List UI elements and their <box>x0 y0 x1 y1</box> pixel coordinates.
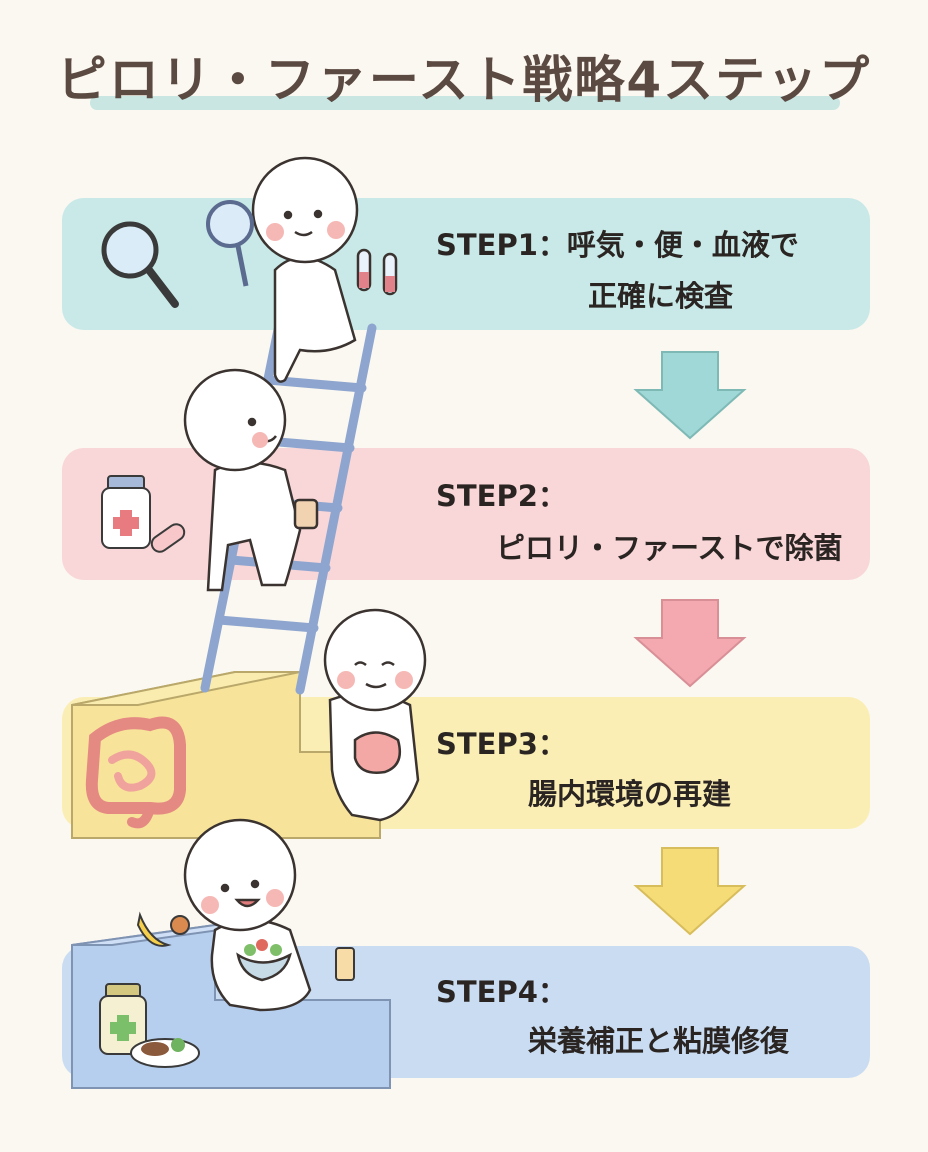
step-1-label: STEP1： <box>436 228 567 262</box>
medicine-bottle-icon <box>101 475 151 549</box>
capsule-icon <box>150 523 186 553</box>
page-title: ピロリ・ファースト戦略4ステップ <box>56 51 872 109</box>
character-1 <box>206 156 398 383</box>
step-2-line1: ピロリ・ファーストで除菌 <box>496 531 843 565</box>
meal-plate-icon <box>130 1038 200 1068</box>
title-underline <box>90 96 840 110</box>
step-1-line1: 呼気・便・血液で <box>566 228 799 262</box>
step-2-label: STEP2： <box>436 479 567 513</box>
character-4 <box>183 818 312 1012</box>
step-1-text: STEP1：呼気・便・血液で <box>436 219 799 271</box>
step-3-line1-wrap: 腸内環境の再建 <box>528 768 731 820</box>
magnifier-icon <box>101 221 179 308</box>
medicine-bottle-icon-2 <box>99 983 147 1055</box>
step-1-line2: 正確に検査 <box>588 279 734 313</box>
arrow-3-to-4 <box>633 847 747 936</box>
step-3-label: STEP3： <box>436 727 567 761</box>
step-2-text: STEP2： <box>436 470 567 522</box>
step-4-label: STEP4： <box>436 975 567 1009</box>
step-4-text: STEP4： <box>436 966 567 1018</box>
character-3 <box>323 608 427 822</box>
step-2-band <box>62 448 870 580</box>
step-4-line1: 栄養補正と粘膜修復 <box>528 1024 790 1058</box>
step-4-line1-wrap: 栄養補正と粘膜修復 <box>528 1015 789 1067</box>
banana-icon <box>136 911 190 947</box>
character-2 <box>183 368 319 592</box>
arrow-1-to-2 <box>633 351 747 440</box>
title-block: ピロリ・ファースト戦略4ステップ <box>0 40 928 112</box>
yellow-stair-block <box>71 671 381 839</box>
arrow-2-to-3 <box>633 599 747 688</box>
intestine-icon <box>85 716 186 829</box>
step-1-line2-wrap: 正確に検査 <box>588 270 733 322</box>
step-3-line1: 腸内環境の再建 <box>528 777 732 811</box>
step-3-text: STEP3： <box>436 718 567 770</box>
step-1-band <box>62 198 870 330</box>
supplement-cup-icon <box>335 947 355 981</box>
step-2-line1-wrap: ピロリ・ファーストで除菌 <box>496 522 843 574</box>
